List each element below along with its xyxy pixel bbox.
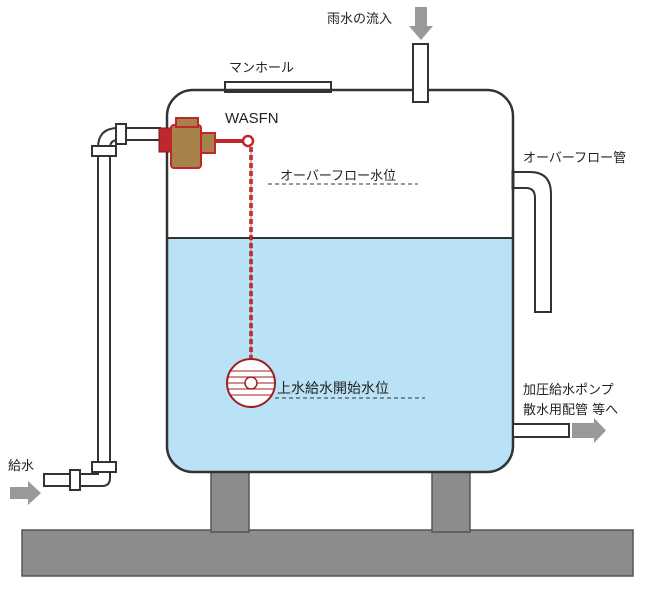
outlet-pipe xyxy=(512,423,570,438)
supply-pipe-fitting-lower xyxy=(91,461,117,473)
product-label: WASFN xyxy=(225,110,279,127)
ground-slab xyxy=(21,529,634,577)
rain-inflow-label: 雨水の流入 xyxy=(327,12,392,27)
valve-flange xyxy=(158,127,172,153)
refill-level-label: 上水給水開始水位 xyxy=(277,381,389,397)
outlet-label-line1: 加圧給水ポンプ xyxy=(523,383,614,398)
water-body xyxy=(167,238,513,472)
valve-arm-housing xyxy=(200,132,216,154)
tank-body xyxy=(165,88,515,474)
supply-pipe-fitting-bottom xyxy=(69,469,81,491)
supply-pipe-fitting-top xyxy=(115,123,127,145)
rain-inflow-arrow xyxy=(409,7,433,40)
outlet-arrow xyxy=(572,418,606,443)
manhole-label: マンホール xyxy=(229,61,294,76)
overflow-level-label: オーバーフロー水位 xyxy=(280,169,396,184)
supply-pipe-fitting-upper xyxy=(91,145,117,157)
overflow-pipe-label: オーバーフロー管 xyxy=(523,151,626,166)
outlet-label-line2: 散水用配管 等へ xyxy=(523,402,618,418)
manhole xyxy=(224,81,332,93)
water-supply-label: 給水 xyxy=(8,459,34,474)
rain-inlet-pipe xyxy=(412,43,429,103)
float-valve xyxy=(158,117,255,169)
valve-cap xyxy=(175,117,199,128)
support-leg-right xyxy=(431,469,471,533)
support-leg-left xyxy=(210,469,250,533)
float-ball xyxy=(226,358,276,408)
valve-body xyxy=(170,124,202,169)
supply-arrow xyxy=(10,481,41,505)
overflow-pipe xyxy=(513,171,552,313)
supply-pipe xyxy=(43,127,161,487)
valve-pivot xyxy=(241,134,255,148)
